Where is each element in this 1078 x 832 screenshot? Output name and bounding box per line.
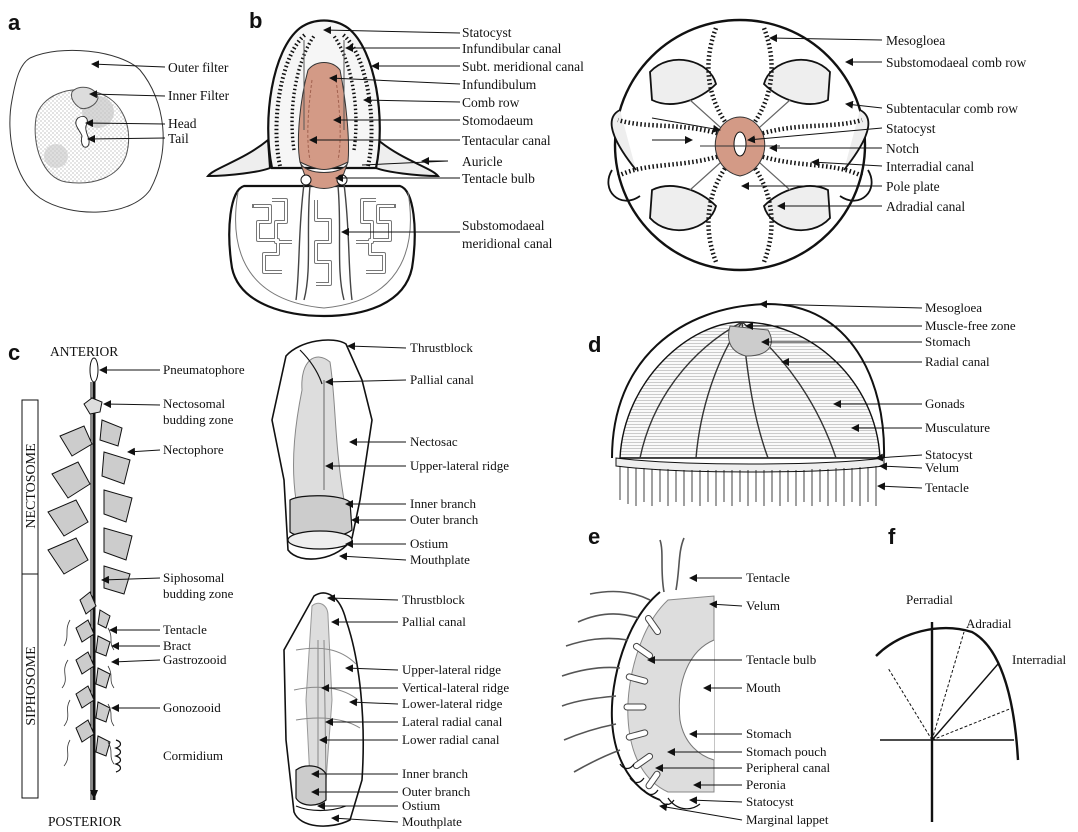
b-label-stomodaeum: Stomodaeum [462,113,534,128]
c-top-inner-branch: Inner branch [410,496,477,511]
b-label-substomodaeal: Substomodaeal [462,218,545,233]
c-bottom-ostium: Ostium [402,798,440,813]
c-bottom-mouthplate: Mouthplate [402,814,462,829]
panel-label-f: f [888,524,896,549]
c-label-siphosomal-budding-zone: budding zone [163,586,234,601]
f-label-interradial: Interradial [1012,652,1067,667]
c-bottom-lower-radial-canal: Lower radial canal [402,732,500,747]
c-top-thrustblock: Thrustblock [410,340,473,355]
c-top-nectosac: Nectosac [410,434,458,449]
e-label-tentacle-bulb: Tentacle bulb [746,652,816,667]
panel-b-lateral-view [208,21,438,317]
c-label-siphosomal: Siphosomal [163,570,225,585]
c-top-pallial-canal: Pallial canal [410,372,474,387]
b-label-interradial-canal: Interradial canal [886,159,974,174]
d-label-tentacle: Tentacle [925,480,969,495]
b-label-substomodaeal-comb-row: Substomodaeal comb row [886,55,1026,70]
c-label-gonozooid: Gonozooid [163,700,221,715]
d-label-stomach: Stomach [925,334,971,349]
d-label-radial-canal: Radial canal [925,354,990,369]
b-label-statocyst-aboral: Statocyst [886,121,936,136]
c-top-ostium: Ostium [410,536,448,551]
c-top-mouthplate: Mouthplate [410,552,470,567]
c-label-tentacle: Tentacle [163,622,207,637]
e-label-marginal-lappet: Marginal lappet [746,812,829,827]
e-label-statocyst: Statocyst [746,794,794,809]
d-label-gonads: Gonads [925,396,965,411]
c-label-bract: Bract [163,638,192,653]
c-label-gastrozooid: Gastrozooid [163,652,227,667]
panel-c-nectophore-top [272,340,372,559]
d-label-musculature: Musculature [925,420,990,435]
b-label-statocyst: Statocyst [462,25,512,40]
c-label-pneumatophore: Pneumatophore [163,362,245,377]
e-label-stomach: Stomach [746,726,792,741]
panel-a-drawing [10,50,163,212]
c-label-nectosomal-budding-zone: budding zone [163,412,234,427]
c-label-nectosome: NECTOSOME [24,443,39,528]
panel-b-aboral-view [608,20,871,270]
b-label-tentacle-bulb: Tentacle bulb [462,171,535,186]
b-label-auricle: Auricle [462,154,502,169]
c-bottom-upper-lateral-ridge: Upper-lateral ridge [402,662,501,677]
a-label-outer-filter: Outer filter [168,60,229,75]
e-label-tentacle: Tentacle [746,570,790,585]
f-label-perradial: Perradial [906,592,953,607]
b-label-tentacular-canal: Tentacular canal [462,133,551,148]
panel-f-symmetry-diagram [876,622,1018,822]
c-bottom-inner-branch: Inner branch [402,766,469,781]
panel-c-nectophore-bottom [284,593,363,826]
panel-label-a: a [8,10,21,35]
b-label-meridional-canal: meridional canal [462,236,553,251]
c-label-nectosomal: Nectosomal [163,396,225,411]
c-label-siphosome: SIPHOSOME [24,646,39,725]
e-label-peripheral-canal: Peripheral canal [746,760,830,775]
d-label-muscle-free-zone: Muscle-free zone [925,318,1016,333]
d-label-velum: Velum [925,460,959,475]
c-bottom-lower-lateral-ridge: Lower-lateral ridge [402,696,503,711]
b-label-notch: Notch [886,141,919,156]
c-bottom-vertical-lateral-ridge: Vertical-lateral ridge [402,680,509,695]
b-label-infundibulum: Infundibulum [462,77,537,92]
a-label-tail: Tail [168,131,189,146]
b-label-subt-meridional-canal: Subt. meridional canal [462,59,584,74]
panel-label-b: b [249,8,262,33]
c-bottom-thrustblock: Thrustblock [402,592,465,607]
b-label-infundibular-canal: Infundibular canal [462,41,562,56]
a-label-inner-filter: Inner Filter [168,88,230,103]
c-bottom-outer-branch: Outer branch [402,784,471,799]
e-label-mouth: Mouth [746,680,781,695]
b-label-adradial-canal: Adradial canal [886,199,965,214]
panel-label-e: e [588,524,600,549]
b-label-subtentacular-comb-row: Subtentacular comb row [886,101,1018,116]
c-bottom-lateral-radial-canal: Lateral radial canal [402,714,503,729]
d-label-mesogloea: Mesogloea [925,300,982,315]
f-label-adradial: Adradial [966,616,1012,631]
c-top-outer-branch: Outer branch [410,512,479,527]
panel-label-c: c [8,340,20,365]
c-top-upper-lateral-ridge: Upper-lateral ridge [410,458,509,473]
c-bottom-pallial-canal: Pallial canal [402,614,466,629]
c-label-anterior: ANTERIOR [50,344,118,359]
b-label-mesogloea: Mesogloea [886,33,945,48]
panel-label-d: d [588,332,601,357]
panel-d-medusa [612,304,884,506]
a-label-head: Head [168,116,197,131]
c-label-nectophore: Nectophore [163,442,224,457]
e-label-velum: Velum [746,598,780,613]
c-label-cormidium: Cormidium [163,748,223,763]
e-label-peronia: Peronia [746,777,786,792]
b-label-pole-plate: Pole plate [886,179,940,194]
b-label-comb-row: Comb row [462,95,520,110]
e-label-stomach-pouch: Stomach pouch [746,744,827,759]
c-label-posterior: POSTERIOR [48,814,122,829]
